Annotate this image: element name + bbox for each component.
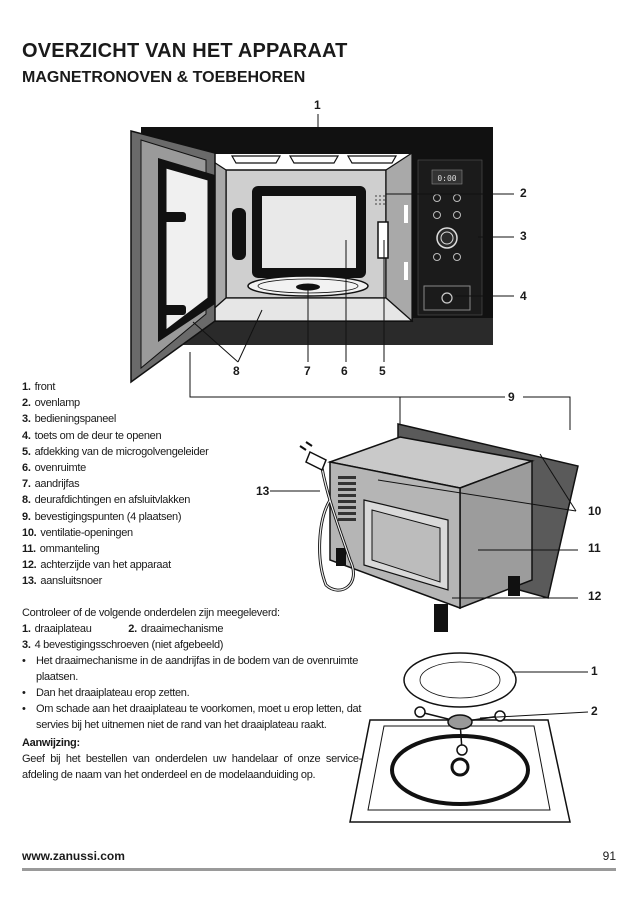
page-number: 91 [602, 849, 616, 863]
list-item: 13.aansluitsnoer [22, 575, 102, 588]
turntable-mechanism [414, 706, 506, 756]
callout-2: 2 [520, 186, 527, 200]
microwave-front-view: 0:00 [130, 127, 493, 384]
bullet-item: Het draaimechanisme in de aandrijfas in … [22, 653, 362, 685]
list-item: 1.front [22, 381, 56, 393]
supplied-item-3: 3.4 bevestigingsschroeven (niet afgebeel… [22, 639, 224, 651]
callout-8: 8 [233, 364, 240, 378]
list-item: 10.ventilatie-openingen [22, 526, 133, 539]
supplied-intro: Controleer of de volgende onderdelen zij… [22, 607, 280, 619]
callout-accessory-2: 2 [591, 704, 598, 718]
list-item: 8.deurafdichtingen en afsluitvlakken [22, 494, 191, 507]
page-subtitle: MAGNETRONOVEN & TOEBEHOREN [22, 69, 306, 86]
plug [305, 450, 327, 472]
parts-list: 1.front 2.ovenlamp 3.bedieningspaneel 4.… [22, 379, 209, 590]
callout-6: 6 [341, 364, 348, 378]
supplied-items-section: Controleer of de volgende onderdelen zij… [22, 605, 362, 783]
callout-accessory-1: 1 [591, 664, 598, 678]
control-knob [436, 227, 458, 249]
list-item: 4.toets om de deur te openen [22, 429, 162, 442]
microwave-rear-view [299, 423, 579, 632]
turntable-plate [403, 652, 517, 708]
callout-4: 4 [520, 289, 527, 303]
callout-9: 9 [508, 390, 515, 404]
callout-3: 3 [520, 229, 527, 243]
list-item: 2.ovenlamp [22, 397, 80, 410]
bullet-item: Dan het draaiplateau erop zetten. [22, 685, 362, 701]
callout-5: 5 [379, 364, 386, 378]
list-item: 9.bevestigingspunten (4 plaatsen) [22, 510, 182, 523]
list-item: 12.achterzijde van het apparaat [22, 559, 171, 572]
callout-11: 11 [588, 541, 601, 555]
list-item: 7.aandrijfas [22, 478, 80, 491]
door-open-button [423, 285, 471, 311]
bullet-item: Om schade aan het draaiplateau te voorko… [22, 701, 362, 733]
foot [508, 576, 520, 596]
foot [434, 604, 448, 632]
callout-7: 7 [304, 364, 311, 378]
callout-10: 10 [588, 504, 602, 518]
display [431, 169, 463, 185]
list-item: 5.afdekking van de microgolvengeleider [22, 445, 209, 458]
ventilation-openings [338, 476, 356, 521]
callout-12: 12 [588, 589, 602, 603]
display-text: 0:00 [437, 174, 456, 183]
note-text: Geef bij het bestellen van onderdelen uw… [22, 753, 362, 781]
callout-13: 13 [256, 484, 270, 498]
note-heading: Aanwijzing: [22, 737, 80, 749]
supplied-items-row: 1.draaiplateau 2.draaimechanisme [22, 623, 224, 635]
page-title: OVERZICHT VAN HET APPARAAT [22, 40, 348, 62]
accessories-view [349, 652, 571, 823]
list-item: 6.ovenruimte [22, 462, 86, 475]
footer-divider [22, 868, 616, 871]
list-item: 3.bedieningspaneel [22, 413, 117, 426]
footer-url[interactable]: www.zanussi.com [22, 849, 125, 863]
foot [336, 548, 346, 566]
list-item: 11.ommanteling [22, 543, 100, 556]
callout-1: 1 [314, 98, 321, 112]
